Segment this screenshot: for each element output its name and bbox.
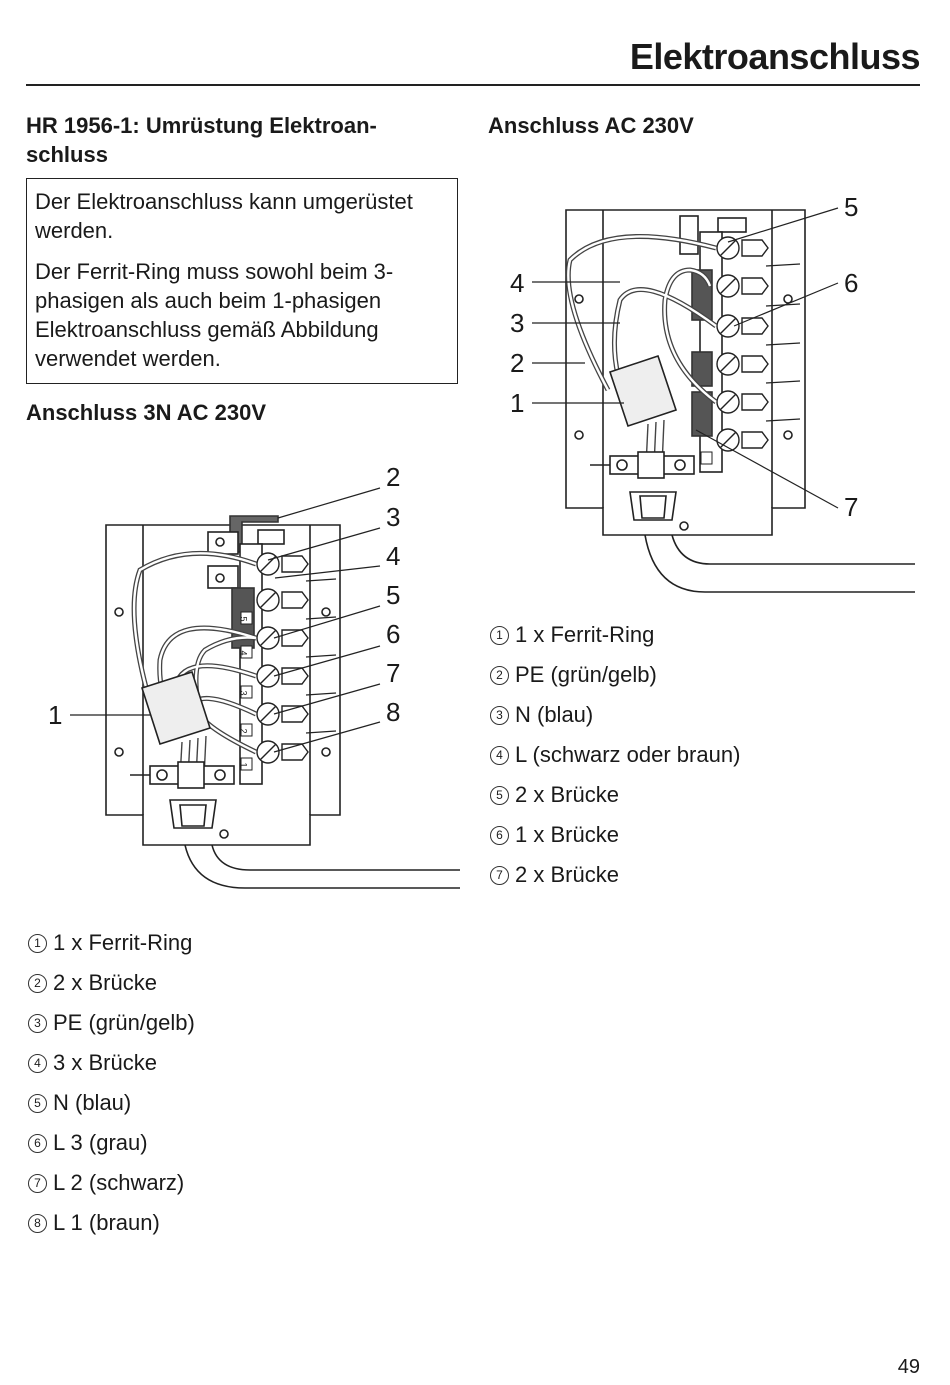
list-item: 4 L (schwarz oder braun) bbox=[488, 741, 740, 781]
callout-left-3: 3 bbox=[386, 502, 401, 532]
list-item: 2 2 x Brücke bbox=[26, 969, 195, 1009]
legend-text: L 3 (grau) bbox=[53, 1130, 148, 1155]
legend-text: 2 x Brücke bbox=[515, 782, 619, 807]
page-title: Elektroanschluss bbox=[629, 36, 921, 77]
legend-text: PE (grün/gelb) bbox=[515, 662, 657, 687]
legend-text: 1 x Brücke bbox=[515, 822, 619, 847]
callout-right-4: 4 bbox=[510, 268, 525, 298]
callout-left-1: 1 bbox=[48, 700, 63, 730]
legend-text: N (blau) bbox=[53, 1090, 132, 1115]
number-badge: 5 bbox=[28, 1094, 47, 1113]
legend-3n-ac-230v: 1 1 x Ferrit-Ring 2 2 x Brücke 3 PE (grün/g… bbox=[26, 929, 195, 1249]
callout-right-5: 5 bbox=[844, 192, 859, 222]
terminal-label-3: 3 bbox=[238, 690, 249, 696]
list-item: 7 L 2 (schwarz) bbox=[26, 1169, 195, 1209]
callout-left-8: 8 bbox=[386, 697, 401, 727]
number-badge: 7 bbox=[490, 866, 509, 885]
list-item: 6 1 x Brücke bbox=[488, 821, 740, 861]
number-badge: 6 bbox=[28, 1134, 47, 1153]
callout-left-7: 7 bbox=[386, 658, 401, 688]
list-item: 1 1 x Ferrit-Ring bbox=[488, 621, 740, 661]
section-heading-retrofit: HR 1956-1: Umrüstung Elektroan- schluss bbox=[26, 113, 377, 167]
number-badge: 1 bbox=[28, 934, 47, 953]
legend-text: N (blau) bbox=[515, 702, 594, 727]
callout-left-6: 6 bbox=[386, 619, 401, 649]
list-item: 3 PE (grün/gelb) bbox=[26, 1009, 195, 1049]
terminal-label-2: 2 bbox=[238, 728, 249, 734]
list-item: 5 2 x Brücke bbox=[488, 781, 740, 821]
callout-right-2: 2 bbox=[510, 348, 525, 378]
number-badge: 4 bbox=[28, 1054, 47, 1073]
section-heading-3n-ac-230v: Anschluss 3N AC 230V bbox=[26, 400, 267, 425]
legend-text: L 2 (schwarz) bbox=[53, 1170, 185, 1195]
list-item: 3 N (blau) bbox=[488, 701, 740, 741]
info-box-line-1: Der Elektroanschluss kann umgerüstet wer… bbox=[35, 189, 413, 243]
number-badge: 2 bbox=[490, 666, 509, 685]
terminal-label-1: 1 bbox=[238, 762, 249, 768]
legend-text: 1 x Ferrit-Ring bbox=[53, 930, 193, 955]
section-heading-ac-230v: Anschluss AC 230V bbox=[488, 113, 694, 138]
list-item: 5 N (blau) bbox=[26, 1089, 195, 1129]
list-item: 7 2 x Brücke bbox=[488, 861, 740, 901]
legend-text: 2 x Brücke bbox=[515, 862, 619, 887]
legend-text: 3 x Brücke bbox=[53, 1050, 157, 1075]
number-badge: 1 bbox=[490, 626, 509, 645]
terminal-label-4: 4 bbox=[238, 650, 249, 656]
legend-text: L (schwarz oder braun) bbox=[515, 742, 741, 767]
legend-text: 1 x Ferrit-Ring bbox=[515, 622, 655, 647]
callout-right-7: 7 bbox=[844, 492, 859, 522]
list-item: 1 1 x Ferrit-Ring bbox=[26, 929, 195, 969]
header-rule bbox=[26, 84, 920, 86]
callout-left-2: 2 bbox=[386, 462, 401, 492]
number-badge: 2 bbox=[28, 974, 47, 993]
number-badge: 5 bbox=[490, 786, 509, 805]
legend-ac-230v: 1 1 x Ferrit-Ring 2 PE (grün/gelb) 3 N (bla… bbox=[488, 621, 740, 901]
wiring-diagram-ac bbox=[532, 207, 915, 593]
legend-text: L 1 (braun) bbox=[53, 1210, 160, 1235]
list-item: 6 L 3 (grau) bbox=[26, 1129, 195, 1169]
number-badge: 3 bbox=[28, 1014, 47, 1033]
callout-right-6: 6 bbox=[844, 268, 859, 298]
number-badge: 7 bbox=[28, 1174, 47, 1193]
callout-right-1: 1 bbox=[510, 388, 525, 418]
number-badge: 8 bbox=[28, 1214, 47, 1233]
wiring-diagram-3n bbox=[70, 487, 460, 889]
page-number: 49 bbox=[897, 1356, 920, 1378]
legend-text: PE (grün/gelb) bbox=[53, 1010, 195, 1035]
callout-left-5: 5 bbox=[386, 580, 401, 610]
info-box-line-2: Der Ferrit-Ring muss sowohl beim 3-phasi… bbox=[35, 259, 394, 371]
callout-left-4: 4 bbox=[386, 541, 401, 571]
list-item: 4 3 x Brücke bbox=[26, 1049, 195, 1089]
callout-right-3: 3 bbox=[510, 308, 525, 338]
info-box: Der Elektroanschluss kann umgerüstet wer… bbox=[26, 178, 458, 384]
number-badge: 4 bbox=[490, 746, 509, 765]
list-item: 8 L 1 (braun) bbox=[26, 1209, 195, 1249]
list-item: 2 PE (grün/gelb) bbox=[488, 661, 740, 701]
legend-text: 2 x Brücke bbox=[53, 970, 157, 995]
number-badge: 3 bbox=[490, 706, 509, 725]
terminal-label-5: 5 bbox=[238, 616, 249, 622]
number-badge: 6 bbox=[490, 826, 509, 845]
